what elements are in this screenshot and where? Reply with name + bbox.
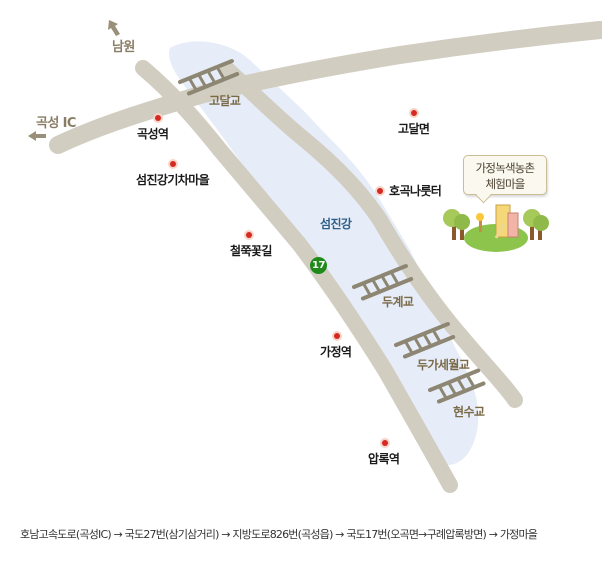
destination-line1: 가정녹색농촌 <box>475 161 535 175</box>
marker-amnok-station-icon <box>382 440 388 446</box>
place-godal-myeon: 고달면 <box>398 122 430 136</box>
bridge-hyeonsu-icon <box>428 368 486 404</box>
village-illustration-icon <box>443 204 549 252</box>
marker-azalea-road-icon <box>246 232 252 238</box>
bridge-label-godal: 고달교 <box>209 94 241 108</box>
place-seomjingang-train-village: 섬진강기차마을 <box>136 173 210 187</box>
place-amnok-station: 압록역 <box>368 452 400 466</box>
place-gajeong-station: 가정역 <box>320 345 352 359</box>
place-goseong-station: 곡성역 <box>137 127 169 141</box>
bridge-label-dugaseweol: 두가세월교 <box>417 358 470 372</box>
arrow-up-left-icon <box>108 20 120 36</box>
marker-hogok-ferry-icon <box>377 188 383 194</box>
destination-callout: 가정녹색농촌 체험마을 <box>463 155 547 195</box>
marker-gajeong-station-icon <box>334 333 340 339</box>
direction-namwon: 남원 <box>112 40 135 55</box>
marker-train-village-icon <box>170 161 176 167</box>
bridge-godal-icon <box>178 59 240 96</box>
bridge-dugaseweol-icon <box>394 322 456 359</box>
bridge-label-hyeonsu: 현수교 <box>453 405 485 419</box>
bridge-dugye-icon <box>352 264 414 301</box>
bridges <box>178 59 486 404</box>
bridge-label-dugye: 두계교 <box>382 295 414 309</box>
marker-goseong-station-icon <box>155 115 161 121</box>
arrow-left-icon <box>28 131 46 141</box>
direction-goseong-ic: 곡성 IC <box>36 116 76 131</box>
river-label: 섬진강 <box>320 217 352 231</box>
river-shape <box>169 41 479 466</box>
place-hogok-ferry: 호곡나룻터 <box>389 184 442 198</box>
place-azalea-road: 철쭉꽃길 <box>230 244 272 258</box>
road-goseong-ic <box>49 21 602 154</box>
roads <box>49 21 602 493</box>
road-hwy17 <box>135 60 458 493</box>
road-east-bank <box>220 62 523 408</box>
destination-line2: 체험마을 <box>485 177 525 191</box>
route-directions: 호남고속도로(곡성IC) → 국도27번(삼기삼거리) → 지방도로826번(곡… <box>20 528 538 541</box>
route-17-badge: 17 <box>310 257 327 274</box>
marker-godal-myeon-icon <box>411 110 417 116</box>
